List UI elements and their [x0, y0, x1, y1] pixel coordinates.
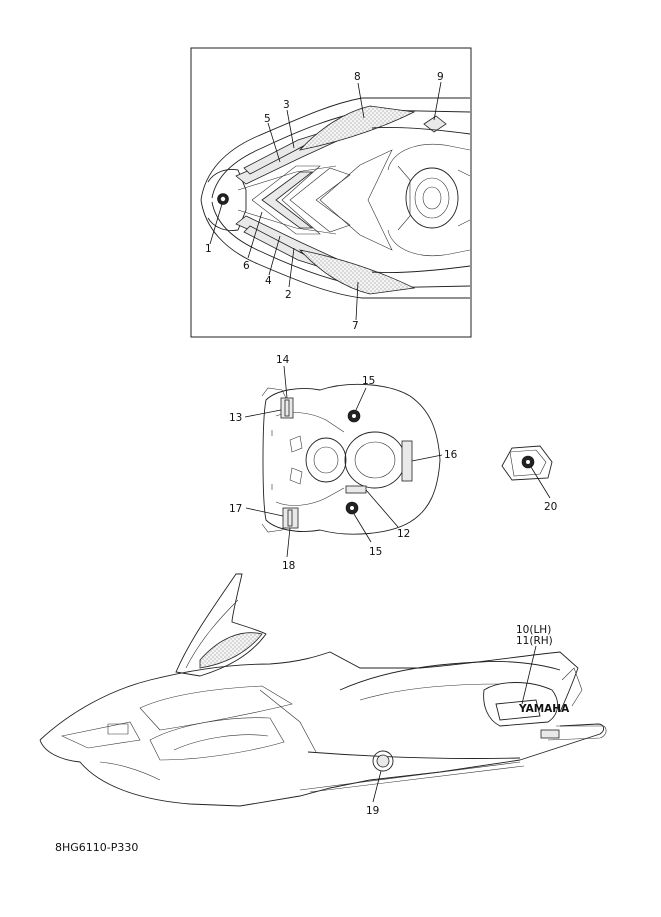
side-view-sled: [39, 573, 607, 807]
callout-12: 12: [397, 528, 410, 540]
rear-view-panel: [261, 383, 441, 535]
callout-19: 19: [366, 805, 379, 817]
callout-15-top: 15: [362, 375, 375, 387]
top-view-frame: [190, 47, 472, 338]
callout-4: 4: [265, 275, 272, 287]
rear-view-leaders: [244, 365, 443, 558]
diagram-code: 8HG6110-P330: [55, 841, 139, 854]
callout-15-bottom: 15: [369, 546, 382, 558]
small-part-view: [501, 445, 553, 499]
callout-labels: 1 2 3 4 5 6 7 8 9 10(LH) 11(RH) 12 13 14…: [205, 71, 557, 817]
callout-7: 7: [352, 320, 359, 332]
callout-16: 16: [444, 449, 458, 461]
callout-9: 9: [437, 71, 444, 83]
callout-8: 8: [354, 71, 361, 83]
callout-2: 2: [285, 289, 292, 301]
callout-10: 10(LH): [516, 624, 551, 636]
callout-6: 6: [243, 260, 250, 272]
callout-5: 5: [264, 113, 271, 125]
callout-13: 13: [229, 412, 242, 424]
callout-17: 17: [229, 503, 242, 515]
callout-11: 11(RH): [516, 635, 553, 647]
top-view-leaders: [209, 81, 442, 321]
callout-14: 14: [276, 354, 290, 366]
callout-3: 3: [283, 99, 290, 111]
callout-1: 1: [205, 243, 212, 255]
callout-20: 20: [544, 501, 557, 513]
callout-18: 18: [282, 560, 295, 572]
emblem-text: YAMAHA: [518, 703, 570, 715]
top-view-hood: [200, 97, 471, 299]
